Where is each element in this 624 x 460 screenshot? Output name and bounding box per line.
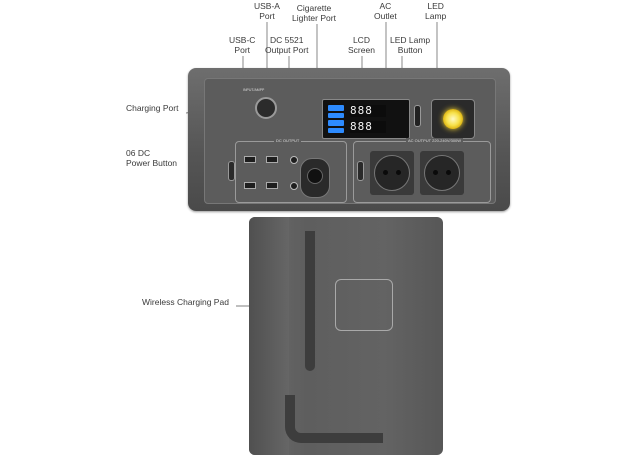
handle-tip — [305, 231, 315, 371]
ac-outlet-label: AC Outlet — [374, 1, 397, 21]
lcd-screen: 888 888 — [322, 99, 410, 139]
ac-outlet-line2: Outlet — [374, 11, 397, 21]
dc-output-area: DC OUTPUT — [235, 138, 347, 203]
usb-c-port-1 — [244, 156, 256, 163]
lcd-digits-top: 888 — [350, 105, 386, 117]
ac-outlet-line1: AC — [379, 1, 392, 11]
lcd-line2: Screen — [348, 45, 375, 55]
usb-a-port-1 — [266, 156, 278, 163]
led-lamp-button[interactable] — [414, 105, 421, 127]
dc-button-line2: Power Button — [126, 158, 178, 168]
cigarette-line1: Cigarette — [296, 3, 332, 13]
ac-outlet-2 — [420, 151, 464, 195]
ac-outlet-1 — [370, 151, 414, 195]
cigarette-lighter-port — [300, 158, 330, 198]
led-button-line1: LED Lamp — [390, 35, 431, 45]
led-button-line2: Button — [397, 45, 423, 55]
battery-icon — [328, 105, 344, 133]
cigarette-line2: Lighter Port — [292, 13, 336, 23]
led-button-label: LED Lamp Button — [390, 35, 430, 55]
dc-power-button[interactable] — [228, 161, 235, 181]
usb-c-line1: USB-C — [229, 35, 256, 45]
dc5521-line1: DC 5521 — [269, 35, 304, 45]
lcd-line1: LCD — [352, 35, 370, 45]
lcd-digits-bottom: 888 — [350, 121, 386, 133]
led-lamp — [431, 99, 475, 139]
wireless-charging-pad — [335, 279, 393, 331]
usb-c-port-2 — [244, 182, 256, 189]
usb-a-line2: Port — [259, 11, 275, 21]
wireless-label: Wireless Charging Pad — [142, 297, 229, 307]
dc-output-title: DC OUTPUT — [274, 138, 302, 143]
led-lamp-line1: LED — [427, 1, 444, 11]
dc5521-port-2 — [290, 182, 298, 190]
dc5521-port-1 — [290, 156, 298, 164]
ac-output-area: AC OUTPUT 220-240V/300W — [353, 138, 491, 203]
handle-bottom — [285, 395, 383, 443]
power-station-side — [249, 217, 443, 455]
dc5521-line2: Output Port — [265, 45, 309, 55]
dc-button-line1: 06 DC — [126, 148, 151, 158]
ac-output-title: AC OUTPUT 220-240V/300W — [406, 138, 464, 143]
front-panel: INPUT/AMPP 888 888 DC OUTPUT AC OUTPUT — [204, 78, 496, 204]
ac-power-button[interactable] — [357, 161, 364, 181]
led-bulb-icon — [443, 109, 463, 129]
led-lamp-line2: Lamp — [425, 11, 447, 21]
dc5521-label: DC 5521 Output Port — [265, 35, 308, 55]
charging-port-label: Charging Port — [126, 103, 179, 113]
usb-c-line2: Port — [234, 45, 251, 55]
usb-c-label: USB-C Port — [229, 35, 255, 55]
side-strip — [249, 217, 289, 455]
power-station-front: INPUT/AMPP 888 888 DC OUTPUT AC OUTPUT — [188, 68, 510, 211]
usb-a-port-2 — [266, 182, 278, 189]
usb-a-label: USB-A Port — [254, 1, 280, 21]
input-tag: INPUT/AMPP — [243, 88, 265, 92]
charging-port — [255, 97, 277, 119]
usb-a-line1: USB-A — [254, 1, 280, 11]
led-lamp-label: LED Lamp — [425, 1, 446, 21]
cigarette-label: Cigarette Lighter Port — [292, 3, 336, 23]
lcd-label: LCD Screen — [348, 35, 375, 55]
dc-button-label: 06 DC Power Button — [126, 148, 177, 168]
